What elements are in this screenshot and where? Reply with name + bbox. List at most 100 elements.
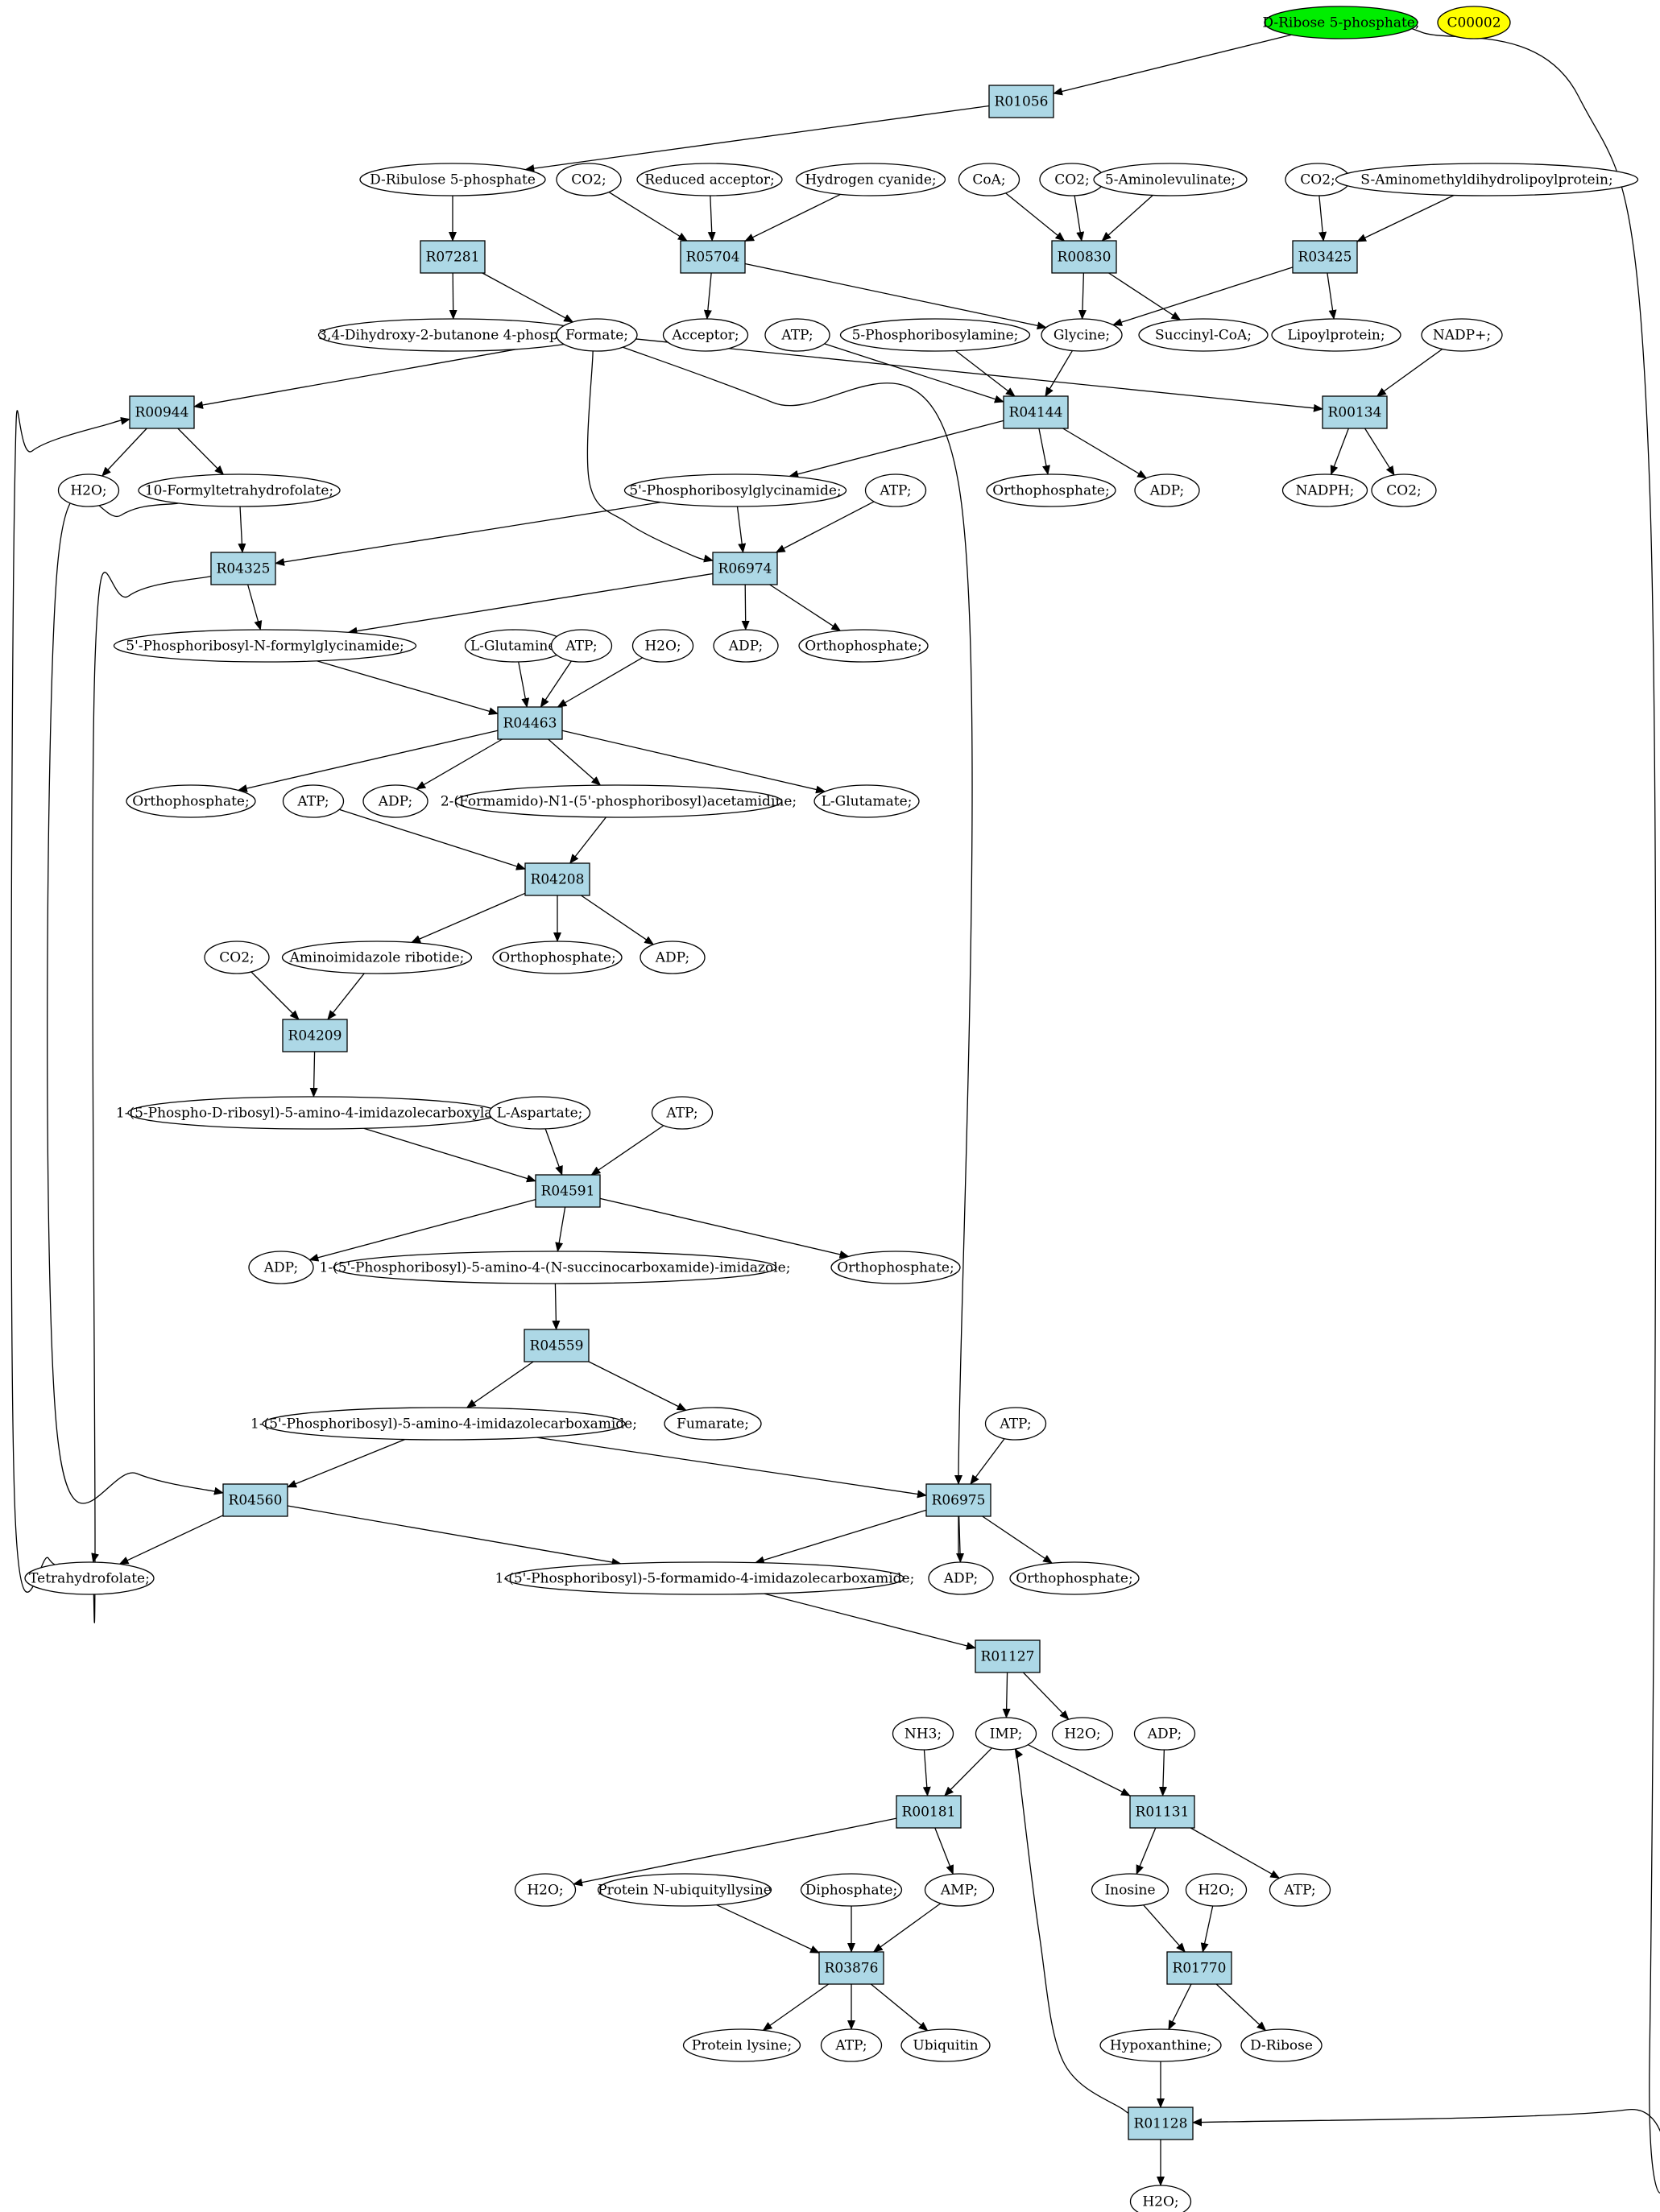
compound-node[interactable]: IMP; [975, 1717, 1037, 1751]
compound-node[interactable]: Ubiquitin [900, 2028, 991, 2062]
reaction-node[interactable]: R01770 [1166, 1951, 1232, 1985]
compound-node[interactable]: Orthophosphate; [1009, 1561, 1140, 1595]
compound-node[interactable]: CO2; [1285, 163, 1351, 196]
compound-node[interactable]: 5-Aminolevulinate; [1093, 163, 1248, 196]
compound-node[interactable]: Acceptor; [662, 318, 749, 352]
compound-node[interactable]: NH3; [892, 1717, 954, 1751]
reaction-node[interactable]: R06975 [925, 1483, 991, 1517]
compound-node[interactable]: ATP; [864, 473, 927, 507]
compound-node[interactable]: H2O; [1185, 1873, 1248, 1907]
compound-node[interactable]: Lipoylprotein; [1271, 318, 1401, 352]
reaction-node[interactable]: R07281 [420, 240, 486, 274]
reaction-node[interactable]: R04591 [535, 1174, 601, 1208]
compound-node[interactable]: ATP; [820, 2028, 883, 2062]
compound-node[interactable]: 3,4-Dihydroxy-2-butanone 4-phosphate [317, 318, 590, 352]
reaction-node[interactable]: R05704 [680, 240, 746, 274]
compound-node[interactable]: 1-(5-Phospho-D-ribosyl)-5-amino-4-imidaz… [116, 1096, 511, 1130]
compound-node[interactable]: ATP; [984, 1407, 1047, 1441]
reaction-node[interactable]: R01127 [975, 1639, 1041, 1673]
compound-node[interactable]: Hypoxanthine; [1099, 2028, 1222, 2062]
compound-node[interactable]: ADP; [248, 1251, 314, 1284]
compound-node[interactable]: Orthophosphate; [986, 473, 1116, 507]
reaction-node[interactable]: R03425 [1292, 240, 1358, 274]
compound-node[interactable]: 5'-Phosphoribosylglycinamide; [623, 473, 847, 507]
compound-node[interactable]: Protein lysine; [682, 2028, 801, 2062]
compound-node[interactable]: Reduced acceptor; [636, 163, 783, 196]
compound-node[interactable]: 1-(5'-Phosphoribosyl)-5-formamido-4-imid… [495, 1561, 915, 1595]
compound-node[interactable]: S-Aminomethyldihydrolipoylprotein; [1335, 163, 1639, 196]
compound-node[interactable]: Orthophosphate; [830, 1251, 961, 1284]
compound-node[interactable]: ADP; [362, 784, 428, 818]
reaction-node[interactable]: R04559 [524, 1329, 590, 1362]
compound-node[interactable]: ADP; [713, 629, 779, 663]
compound-node[interactable]: Glycine; [1041, 318, 1123, 352]
compound-node[interactable]: ADP; [1134, 473, 1200, 507]
compound-node[interactable]: ATP; [282, 784, 345, 818]
compound-node[interactable]: 2-(Formamido)-N1-(5'-phosphoribosyl)acet… [441, 784, 797, 818]
compound-label: ADP; [943, 1571, 978, 1587]
compound-node[interactable]: Inosine [1091, 1873, 1169, 1907]
compound-node[interactable]: NADPH; [1281, 473, 1368, 507]
reaction-node[interactable]: R03876 [818, 1951, 884, 1985]
compound-node[interactable]: Hydrogen cyanide; [795, 163, 946, 196]
reaction-node[interactable]: R04209 [282, 1019, 348, 1052]
compound-node[interactable]: 1-(5'-Phosphoribosyl)-5-amino-4-imidazol… [250, 1407, 637, 1441]
reaction-node[interactable]: R04560 [222, 1483, 288, 1517]
compound-node[interactable]: 5-Phosphoribosylamine; [839, 318, 1031, 352]
compound-node[interactable]: AMP; [924, 1873, 995, 1907]
compound-node[interactable]: ATP; [1269, 1873, 1331, 1907]
compound-node[interactable]: CO2; [204, 941, 270, 974]
reaction-node[interactable]: R00181 [896, 1795, 962, 1829]
compound-node[interactable]: CoA; [958, 163, 1020, 196]
compound-node[interactable]: Fumarate; [664, 1407, 762, 1441]
compound-node[interactable]: Tetrahydrofolate; [24, 1561, 155, 1595]
edge-arrow [707, 195, 716, 242]
reaction-node[interactable]: R01056 [988, 85, 1054, 118]
compound-node[interactable]: Formate; [556, 318, 638, 352]
compound-node[interactable]: D-Ribulose 5-phosphate [359, 163, 546, 196]
compound-node[interactable]: D-Ribose [1240, 2028, 1323, 2062]
compound-node[interactable]: H2O; [1129, 2185, 1192, 2212]
compound-node[interactable]: Succinyl-CoA; [1138, 318, 1269, 352]
compound-node[interactable]: ADP; [928, 1561, 994, 1595]
compound-node[interactable]: Orthophosphate; [798, 629, 929, 663]
compound-node[interactable]: 1-(5'-Phosphoribosyl)-5-amino-4-(N-succi… [320, 1251, 791, 1284]
reaction-node[interactable]: R00830 [1051, 240, 1117, 274]
compound-node[interactable]: C00002 [1437, 6, 1511, 39]
compound-node[interactable]: Orthophosphate; [126, 784, 256, 818]
compound-node[interactable]: Aminoimidazole ribotide; [281, 941, 473, 974]
compound-node[interactable]: Protein N-ubiquityllysine [597, 1873, 772, 1907]
compound-node[interactable]: CO2; [1371, 473, 1437, 507]
compound-node[interactable]: ATP; [651, 1096, 714, 1130]
reaction-node[interactable]: R04325 [210, 552, 276, 585]
compound-node[interactable]: 5'-Phosphoribosyl-N-formylglycinamide; [113, 629, 417, 663]
compound-node[interactable]: NADP+; [1421, 318, 1503, 352]
compound-node[interactable]: H2O; [1051, 1717, 1114, 1751]
reaction-node[interactable]: R00944 [129, 395, 195, 429]
compound-node[interactable]: ATP; [550, 629, 613, 663]
compound-label: Ubiquitin [913, 2038, 978, 2054]
compound-node[interactable]: CO2; [556, 163, 622, 196]
reaction-node[interactable]: R00134 [1322, 395, 1388, 429]
compound-node[interactable]: 10-Formyltetrahydrofolate; [138, 473, 341, 507]
compound-node[interactable]: CO2; [1039, 163, 1105, 196]
compound-node[interactable]: L-Aspartate; [488, 1096, 591, 1130]
compound-node[interactable]: ADP; [640, 941, 706, 974]
compound-node[interactable]: L-Glutamine; [464, 629, 567, 663]
compound-node[interactable]: Orthophosphate; [492, 941, 623, 974]
reaction-node[interactable]: R06974 [712, 552, 778, 585]
reaction-node[interactable]: R04463 [497, 706, 563, 740]
reaction-node[interactable]: R01128 [1128, 2107, 1194, 2140]
reaction-node[interactable]: R01131 [1129, 1795, 1195, 1829]
compound-node[interactable]: H2O; [57, 473, 120, 507]
compound-node[interactable]: ATP; [764, 318, 830, 352]
compound-node[interactable]: L-Glutamate; [813, 784, 920, 818]
reaction-node[interactable]: R04144 [1003, 395, 1069, 429]
compound-node[interactable]: H2O; [631, 629, 694, 663]
compound-node[interactable]: Diphosphate; [800, 1873, 903, 1907]
compound-node[interactable]: ADP; [1133, 1717, 1196, 1751]
reaction-node[interactable]: R04208 [524, 862, 590, 896]
reaction-box [1322, 395, 1388, 429]
compound-node[interactable]: D-Ribose 5-phosphate; [1262, 6, 1420, 39]
compound-node[interactable]: H2O; [514, 1873, 577, 1907]
